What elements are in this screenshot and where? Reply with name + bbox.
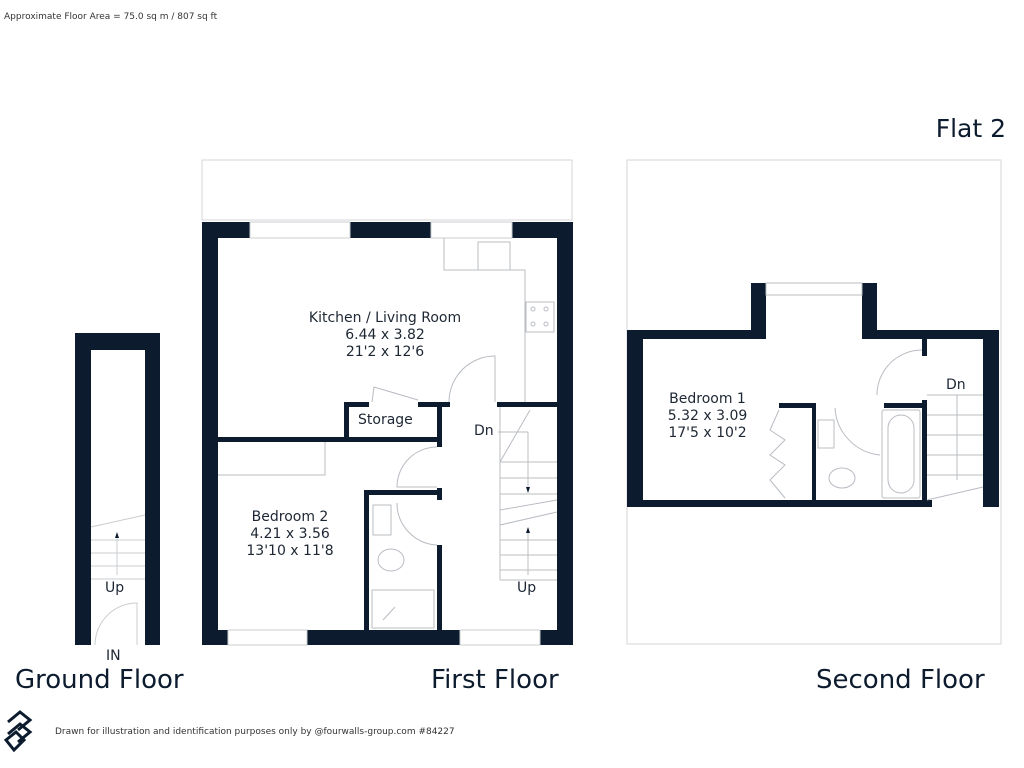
first-up-marker: Up — [517, 580, 537, 596]
storage-label: Storage — [358, 412, 413, 428]
room-imperial: 13'10 x 11'8 — [246, 543, 334, 559]
second-floor-plan — [626, 159, 1002, 645]
bedroom-2: Bedroom 2 4.21 x 3.56 13'10 x 11'8 — [225, 509, 355, 560]
entrance-marker: IN — [106, 648, 121, 664]
disclaimer-text: Drawn for illustration and identificatio… — [55, 727, 455, 737]
room-metric: 5.32 x 3.09 — [667, 408, 748, 424]
kitchen-living-room: Kitchen / Living Room 6.44 x 3.82 21'2 x… — [290, 310, 480, 361]
room-name: Bedroom 1 — [669, 391, 746, 407]
fourwalls-logo-icon — [4, 710, 33, 753]
second-floor-label: Second Floor — [816, 665, 985, 695]
ground-up-marker: Up — [105, 580, 125, 596]
bedroom-1: Bedroom 1 5.32 x 3.09 17'5 x 10'2 — [650, 391, 765, 442]
room-imperial: 21'2 x 12'6 — [345, 344, 425, 360]
ground-floor-label: Ground Floor — [15, 665, 184, 695]
room-metric: 6.44 x 3.82 — [345, 327, 425, 343]
property-title: Flat 2 — [935, 114, 1006, 143]
first-dn-marker: Dn — [474, 423, 494, 439]
first-floor-plan — [201, 159, 573, 646]
ground-floor-plan — [75, 333, 160, 646]
room-imperial: 17'5 x 10'2 — [668, 425, 747, 441]
room-name: Kitchen / Living Room — [308, 310, 462, 326]
room-name: Bedroom 2 — [251, 509, 329, 525]
second-dn-marker: Dn — [946, 377, 966, 393]
room-metric: 4.21 x 3.56 — [250, 526, 330, 542]
first-floor-label: First Floor — [431, 665, 559, 695]
floor-area-text: Approximate Floor Area = 75.0 sq m / 807… — [4, 12, 218, 22]
